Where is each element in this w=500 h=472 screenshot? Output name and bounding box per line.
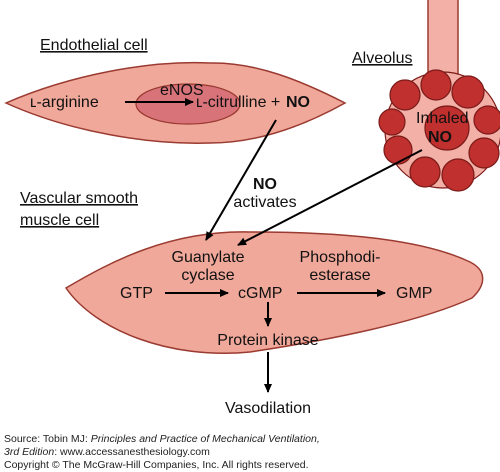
guanylate-label-line1: Guanylate <box>172 249 245 266</box>
source-citation: Source: Tobin MJ: Principles and Practic… <box>4 433 320 445</box>
endothelial-no-arrow <box>205 119 277 241</box>
alveolus-cluster <box>378 69 500 192</box>
no-activates-label-line1: NO <box>253 176 277 193</box>
protein-kinase-label: Protein kinase <box>217 332 318 349</box>
inhaled-no-label: NO <box>428 129 452 146</box>
phosphodiesterase-label-line2: esterase <box>309 267 370 284</box>
inhaled-no-arrow <box>237 149 423 246</box>
gtp-label: GTP <box>120 285 153 302</box>
vsmc-label-line2: muscle cell <box>20 212 99 229</box>
no-label: NO <box>286 94 310 111</box>
endothelial-cell-label: Endothelial cell <box>40 37 148 54</box>
no-activates-label-line2: activates <box>233 194 296 211</box>
gmp-label: GMP <box>396 285 432 302</box>
enos-label: eNOS <box>160 82 204 99</box>
airway <box>427 0 459 76</box>
vasodilation-label: Vasodilation <box>225 400 311 417</box>
vsmc-label-line1: Vascular smooth <box>20 190 138 207</box>
phosphodiesterase-label-line1: Phosphodi- <box>300 249 381 266</box>
l-arginine-label: ʟ-arginine <box>30 94 99 111</box>
guanylate-label-line2: cyclase <box>181 267 234 284</box>
source-edition: 3rd Edition: www.accessanesthesiology.co… <box>4 446 210 458</box>
l-citrulline-label: ʟ-citrulline + <box>196 94 280 111</box>
copyright-notice: Copyright © The McGraw-Hill Companies, I… <box>4 459 309 471</box>
cgmp-label: cGMP <box>238 285 282 302</box>
alveolus-label: Alveolus <box>352 50 412 67</box>
inhaled-label: Inhaled <box>416 110 469 127</box>
